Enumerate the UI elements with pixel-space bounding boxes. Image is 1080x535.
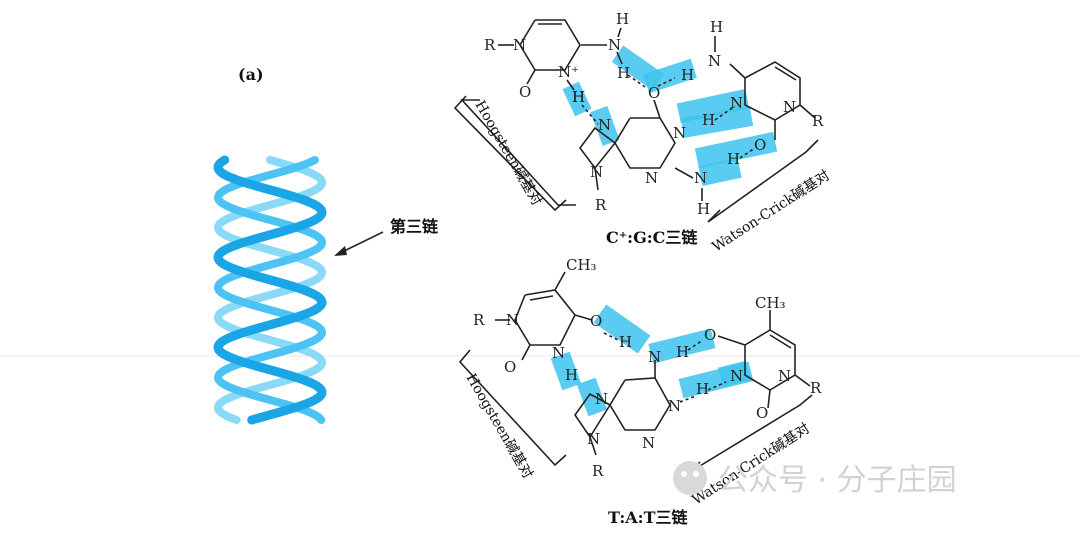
svg-text:N: N <box>783 98 796 116</box>
svg-text:N: N <box>668 397 681 415</box>
svg-text:H: H <box>565 366 578 384</box>
svg-text:N: N <box>778 367 791 385</box>
tat-caption: T:A:T三链 <box>608 508 688 527</box>
tat-hoogsteen-label: Hoogsteen碱基对 <box>463 371 537 482</box>
svg-text:H: H <box>619 333 632 351</box>
svg-text:H: H <box>617 64 630 82</box>
svg-text:H: H <box>681 66 694 84</box>
helix-strand-3 <box>213 155 327 425</box>
svg-text:R: R <box>812 112 824 130</box>
svg-text:R: R <box>592 462 604 480</box>
svg-text:N: N <box>694 169 707 187</box>
svg-text:O: O <box>590 312 602 330</box>
svg-text:O: O <box>754 136 766 154</box>
svg-text:N: N <box>552 344 565 362</box>
cgc-triplex-structure: R N N⁺ O N H H H O N N R N N N H H H H H <box>453 10 833 255</box>
watermark-text: 公众号 · 分子庄园 <box>718 463 957 498</box>
watermark: 公众号 · 分子庄园 <box>673 461 957 498</box>
cgc-hoogsteen-label: Hoogsteen碱基对 <box>472 98 546 209</box>
svg-text:N: N <box>587 430 600 448</box>
svg-text:H: H <box>710 18 723 36</box>
svg-text:O: O <box>756 404 768 422</box>
svg-text:N: N <box>673 124 686 142</box>
svg-text:H: H <box>696 380 709 398</box>
cgc-caption: C⁺:G:C三链 <box>606 228 698 247</box>
svg-text:H: H <box>676 343 689 361</box>
third-strand-label: 第三链 <box>390 217 439 236</box>
svg-text:N: N <box>730 94 743 112</box>
svg-text:N: N <box>506 311 519 329</box>
svg-text:H: H <box>572 88 585 106</box>
svg-text:H: H <box>727 150 740 168</box>
svg-text:R: R <box>810 379 822 397</box>
svg-text:N: N <box>598 116 611 134</box>
svg-text:R: R <box>473 311 485 329</box>
svg-text:N: N <box>642 434 655 452</box>
svg-text:H: H <box>572 88 585 106</box>
svg-text:R: R <box>595 196 607 214</box>
svg-text:H: H <box>697 200 710 218</box>
wechat-icon <box>673 461 707 495</box>
svg-text:CH₃: CH₃ <box>755 294 786 312</box>
svg-text:O: O <box>519 83 531 101</box>
svg-text:N: N <box>730 367 743 385</box>
svg-text:N⁺: N⁺ <box>558 63 579 81</box>
svg-text:O: O <box>504 358 516 376</box>
svg-text:H: H <box>616 10 629 28</box>
svg-text:O: O <box>648 84 660 102</box>
svg-text:CH₃: CH₃ <box>566 256 597 274</box>
svg-text:N: N <box>590 163 603 181</box>
helix-strand-2 <box>213 156 327 424</box>
svg-text:R: R <box>484 36 496 54</box>
svg-text:N: N <box>645 169 658 187</box>
svg-text:O: O <box>704 326 716 344</box>
panel-label: (a) <box>238 65 264 84</box>
svg-text:N: N <box>648 348 661 366</box>
svg-text:H: H <box>702 111 715 129</box>
third-strand-pointer: 第三链 <box>334 217 439 256</box>
svg-text:N: N <box>708 52 721 70</box>
svg-text:N: N <box>513 36 526 54</box>
svg-text:N: N <box>595 390 608 408</box>
svg-text:N: N <box>608 36 621 54</box>
triple-helix <box>213 155 327 425</box>
